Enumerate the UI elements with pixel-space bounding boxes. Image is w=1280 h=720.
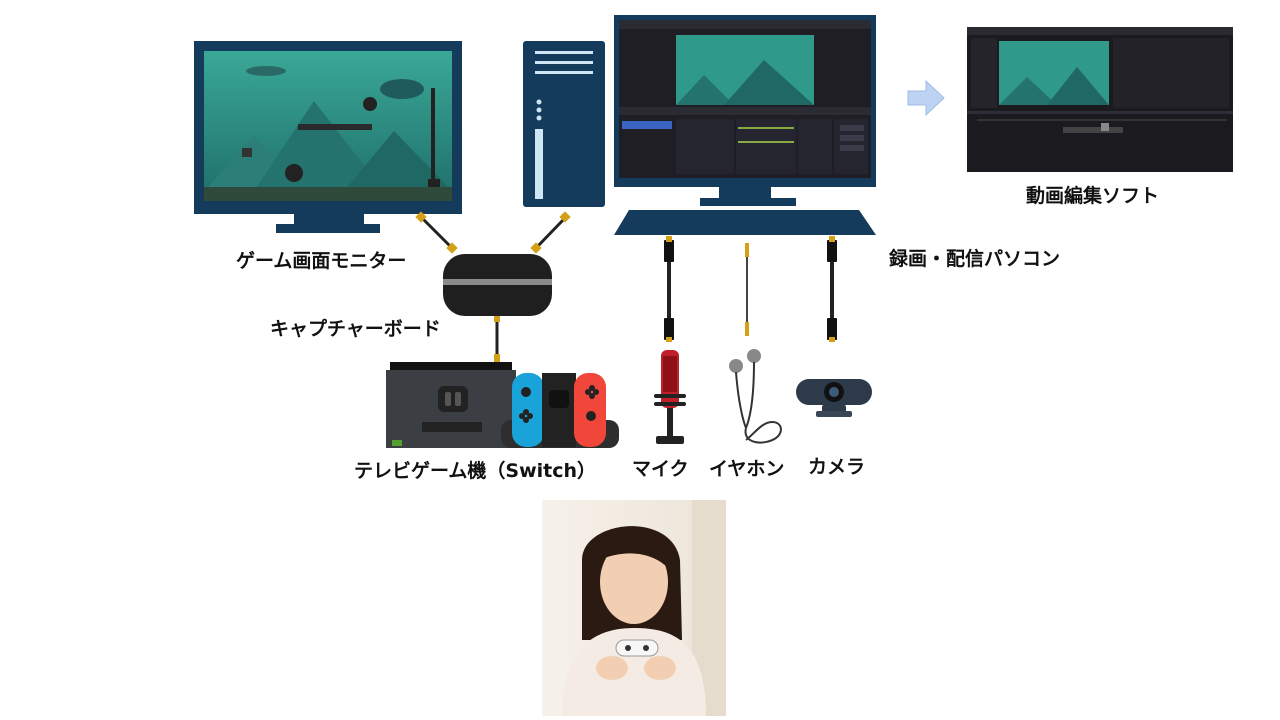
- tower-pc-illustration: [523, 41, 605, 207]
- arrow-right-icon: [906, 79, 946, 119]
- switch-console: [386, 362, 620, 448]
- capture-board-illustration: [443, 254, 552, 316]
- microphone: [650, 350, 690, 446]
- microphone-illustration: [654, 350, 686, 444]
- cable-tower-to-capture: [534, 216, 567, 250]
- recording-pc-illustration: [614, 15, 876, 235]
- switch-illustration: [386, 362, 619, 448]
- editing-software-window: [967, 27, 1233, 172]
- recording-pc-monitor: [614, 15, 879, 240]
- webcam: [796, 379, 872, 419]
- person-playing-photo: [542, 500, 726, 716]
- capture-board: [443, 254, 552, 316]
- tower-pc: [523, 41, 605, 207]
- label-capture-board: キャプチャーボード: [270, 318, 441, 340]
- label-game-console: テレビゲーム機（Switch）: [354, 460, 597, 482]
- earphones: [724, 348, 786, 448]
- game-monitor: [194, 41, 464, 236]
- label-editing-software: 動画編集ソフト: [1026, 185, 1160, 207]
- label-game-monitor: ゲーム画面モニター: [236, 250, 407, 272]
- earphones-illustration: [729, 349, 782, 444]
- webcam-illustration: [796, 379, 872, 417]
- editing-software-illustration: [967, 27, 1233, 172]
- person-photo-illustration: [542, 500, 726, 716]
- label-camera: カメラ: [808, 456, 866, 478]
- label-earphones: イヤホン: [709, 458, 785, 480]
- label-recording-pc: 録画・配信パソコン: [889, 248, 1061, 270]
- cable-monitor-to-capture: [420, 216, 454, 250]
- label-mic: マイク: [632, 458, 689, 480]
- game-monitor-illustration: [194, 41, 462, 233]
